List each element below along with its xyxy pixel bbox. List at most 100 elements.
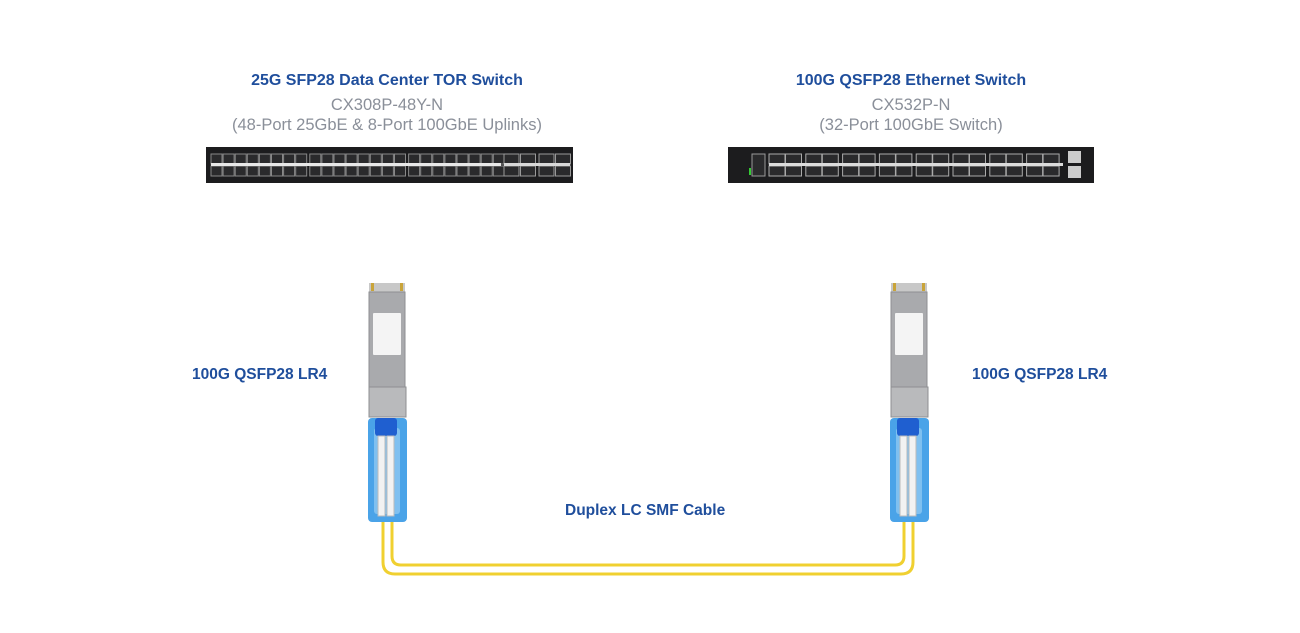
sfp-port (222, 153, 235, 165)
left-switch-model: CX308P-48Y-N (330, 96, 444, 114)
qsfp-port (1026, 165, 1044, 177)
sfp-port (420, 165, 433, 177)
left-switch-image (206, 147, 573, 183)
port-label-strip (769, 163, 1063, 166)
qsfp-port (538, 165, 555, 177)
qsfp-port (1042, 165, 1060, 177)
qsfp-port (805, 153, 823, 165)
sfp-port (394, 153, 406, 165)
sfp-port (283, 165, 296, 177)
qsfp-port (952, 165, 970, 177)
qsfp-port (503, 165, 520, 177)
contact (893, 283, 896, 291)
qsfp-port (932, 165, 950, 177)
qsfp-port (1042, 153, 1060, 165)
sfp-port (480, 165, 493, 177)
sfp-port (492, 165, 505, 177)
qsfp-port (768, 165, 786, 177)
sfp-port (357, 165, 370, 177)
sfp-port (444, 165, 457, 177)
lc-boot (908, 435, 917, 517)
sfp-port (408, 153, 421, 165)
fiber-cable (381, 505, 915, 576)
sfp-port (345, 165, 358, 177)
latch-top (369, 283, 405, 293)
sfp-port (222, 165, 235, 177)
status-led (749, 168, 751, 175)
qsfp-port (878, 165, 896, 177)
sfp-port (295, 165, 308, 177)
qsfp-port (989, 153, 1007, 165)
sfp-port (480, 153, 493, 165)
qsfp-port (895, 165, 913, 177)
right-switch-title: 100G QSFP28 Ethernet Switch (795, 72, 1027, 89)
sfp-port (456, 165, 469, 177)
sfp-port (333, 165, 346, 177)
rj45-port (1068, 166, 1081, 178)
sfp-port (309, 165, 322, 177)
left-switch-title: 25G SFP28 Data Center TOR Switch (251, 72, 523, 89)
qsfp-port (932, 153, 950, 165)
qsfp-port (858, 165, 876, 177)
mgmt-port (751, 153, 766, 177)
qsfp-port (969, 165, 986, 177)
contact (371, 283, 374, 291)
sfp-port (345, 153, 358, 165)
port-label-strip (504, 163, 570, 166)
sfp-port (408, 165, 421, 177)
qsfp-port (895, 153, 913, 165)
sfp-port (432, 165, 445, 177)
sfp-port (381, 153, 394, 165)
contact (400, 283, 403, 291)
qsfp-port (842, 165, 860, 177)
lc-boot (386, 435, 395, 517)
sfp-port (309, 153, 322, 165)
sfp-port (468, 153, 481, 165)
qsfp-port (520, 153, 536, 165)
qsfp-port (915, 153, 933, 165)
qsfp-port (1005, 153, 1023, 165)
sfp-port (456, 153, 469, 165)
qsfp-port (805, 165, 823, 177)
sfp-port (420, 153, 433, 165)
sfp-port (246, 165, 259, 177)
sfp-port (381, 165, 394, 177)
left-transceiver-image (368, 283, 407, 522)
qsfp-port (785, 165, 802, 177)
qsfp-port (858, 153, 876, 165)
qsfp-port (952, 153, 970, 165)
lc-boot (377, 435, 386, 517)
product-label (373, 313, 401, 355)
sfp-port (283, 153, 296, 165)
lc-connector (897, 418, 919, 436)
lc-connector (375, 418, 397, 436)
sfp-port (210, 165, 223, 177)
sfp-port (321, 165, 334, 177)
transceiver-nose (890, 386, 929, 418)
sfp-port (321, 153, 334, 165)
qsfp-port (785, 153, 802, 165)
sfp-port (258, 153, 271, 165)
sfp-port (333, 153, 346, 165)
sfp-port (271, 153, 283, 165)
sfp-port (234, 165, 247, 177)
qsfp-port (768, 153, 786, 165)
sfp-port (492, 153, 505, 165)
sfp-port (234, 153, 247, 165)
sfp-port (246, 153, 259, 165)
sfp-port (394, 165, 406, 177)
right-switch-image (728, 147, 1094, 183)
transceiver-nose (368, 386, 407, 418)
qsfp-port (821, 153, 839, 165)
qsfp-port (520, 165, 536, 177)
sfp-port (295, 153, 308, 165)
left-switch-description: (48-Port 25GbE & 8-Port 100GbE Uplinks) (232, 116, 542, 134)
sfp-port (468, 165, 481, 177)
qsfp-port (821, 165, 839, 177)
qsfp-port (969, 153, 986, 165)
lc-boot (899, 435, 908, 517)
contact (922, 283, 925, 291)
qsfp-port (538, 153, 555, 165)
qsfp-port (878, 153, 896, 165)
